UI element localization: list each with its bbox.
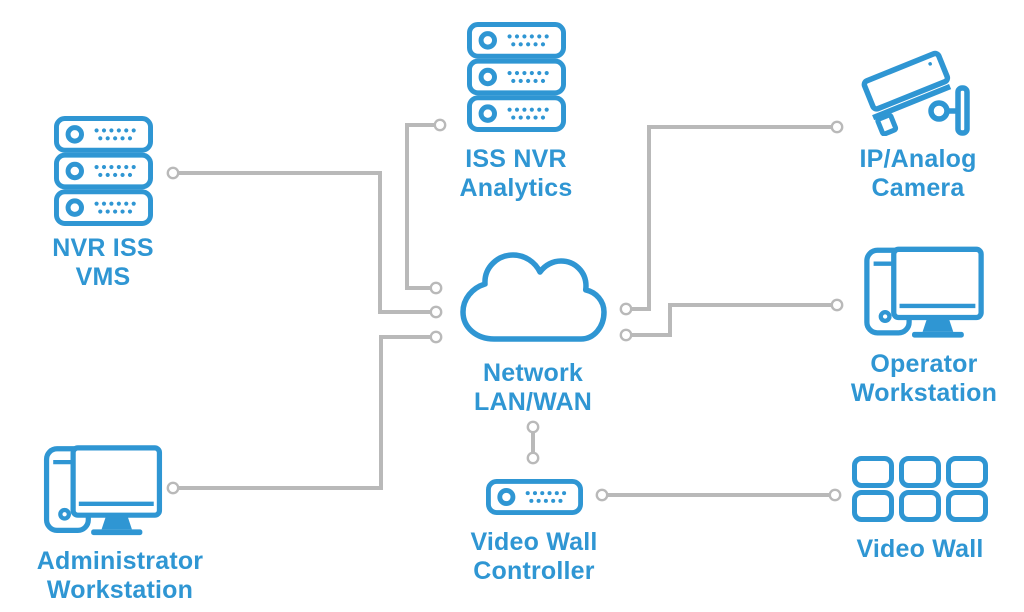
node-label-line: LAN/WAN bbox=[473, 388, 593, 416]
node-network-lan-wan: Network LAN/WAN bbox=[448, 251, 618, 417]
connector-endpoint bbox=[830, 298, 844, 312]
node-label-line: Administrator bbox=[36, 547, 204, 575]
node-video-wall-controller: Video Wall Controller bbox=[449, 478, 619, 586]
node-label: NVR ISS VMS bbox=[52, 234, 153, 292]
server-stack-icon bbox=[54, 116, 153, 226]
rack-unit-icon bbox=[486, 478, 583, 516]
connection-admin-to-network bbox=[173, 335, 436, 490]
node-label-line: ISS NVR bbox=[465, 145, 567, 173]
connection-analytics-to-network bbox=[405, 123, 440, 290]
connector-endpoint bbox=[828, 488, 842, 502]
cloud-icon bbox=[460, 252, 607, 342]
node-ip-analog-camera: IP/Analog Camera bbox=[833, 50, 1003, 203]
node-label-line: Video Wall bbox=[470, 528, 598, 556]
connector-endpoint bbox=[429, 305, 443, 319]
server-stack-icon bbox=[467, 22, 566, 132]
node-label-line: VMS bbox=[75, 263, 131, 291]
connector-endpoint bbox=[166, 481, 180, 495]
node-operator-workstation: Operator Workstation bbox=[839, 246, 1009, 408]
node-label-line: Network bbox=[482, 359, 584, 387]
workstation-icon bbox=[41, 445, 165, 537]
connector-endpoint bbox=[619, 302, 633, 316]
connector-endpoint bbox=[166, 166, 180, 180]
node-label-line: IP/Analog bbox=[859, 145, 977, 173]
node-label-line: Controller bbox=[473, 557, 595, 585]
node-label-line: Camera bbox=[871, 174, 965, 202]
node-label-line: NVR ISS bbox=[52, 234, 154, 262]
connection-network-to-camera bbox=[626, 125, 837, 311]
node-label: Network LAN/WAN bbox=[474, 359, 592, 417]
node-nvr-iss-vms: NVR ISS VMS bbox=[18, 116, 188, 292]
node-video-wall: Video Wall bbox=[835, 456, 1005, 564]
node-label-line: Operator bbox=[870, 350, 978, 378]
connector-endpoint bbox=[429, 281, 443, 295]
node-iss-nvr-analytics: ISS NVR Analytics bbox=[431, 22, 601, 203]
connector-endpoint bbox=[830, 120, 844, 134]
cctv-camera-icon bbox=[861, 50, 970, 136]
video-wall-grid-icon bbox=[852, 456, 988, 522]
node-label: ISS NVR Analytics bbox=[460, 145, 573, 203]
connector-endpoint bbox=[595, 488, 609, 502]
node-label-line: Workstation bbox=[46, 576, 194, 604]
workstation-icon bbox=[864, 246, 984, 340]
node-administrator-workstation: Administrator Workstation bbox=[24, 445, 216, 605]
connector-endpoint bbox=[526, 420, 540, 434]
connector-endpoint bbox=[526, 451, 540, 465]
node-label: Video Wall Controller bbox=[470, 528, 597, 586]
node-label-line: Analytics bbox=[459, 174, 573, 202]
connection-network-to-operator bbox=[626, 303, 837, 337]
node-label: Operator Workstation bbox=[851, 350, 997, 408]
connector-endpoints bbox=[166, 118, 844, 502]
node-label-line: Workstation bbox=[850, 379, 998, 407]
connection-nvr-to-network bbox=[173, 171, 436, 314]
connector-endpoint bbox=[429, 330, 443, 344]
node-label: Administrator Workstation bbox=[37, 547, 204, 605]
node-label: IP/Analog Camera bbox=[859, 145, 976, 203]
node-label: Video Wall bbox=[856, 535, 983, 564]
node-label-line: Video Wall bbox=[856, 535, 984, 563]
connector-endpoint bbox=[433, 118, 447, 132]
connector-endpoint bbox=[619, 328, 633, 342]
